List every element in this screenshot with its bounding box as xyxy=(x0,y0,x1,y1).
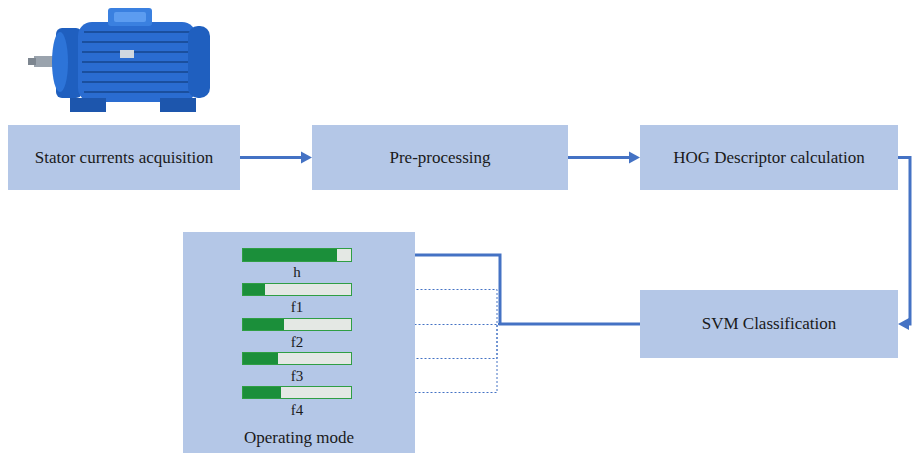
arrow-head xyxy=(898,318,909,330)
panel-label: Operating mode xyxy=(183,428,415,448)
class-label: f2 xyxy=(243,334,351,351)
bar-fill xyxy=(243,249,337,261)
probability-bar: f1 xyxy=(242,283,352,296)
probability-bar: h xyxy=(242,248,352,262)
bar-fill xyxy=(243,284,265,295)
process-box: Stator currents acquisition xyxy=(8,125,240,190)
probability-bar: f3 xyxy=(242,352,352,365)
process-box: HOG Descriptor calculation xyxy=(640,125,898,190)
connector-line xyxy=(568,156,629,159)
bar-fill xyxy=(243,319,284,330)
class-label: f3 xyxy=(243,368,351,385)
process-box: SVM Classification xyxy=(640,290,898,358)
process-box: Pre-processing xyxy=(312,125,568,190)
connector-line xyxy=(240,156,301,159)
class-label: f4 xyxy=(243,402,351,419)
arrow-head xyxy=(629,151,640,163)
bar-fill xyxy=(243,387,281,398)
class-label: h xyxy=(243,264,351,281)
probability-bar: f2 xyxy=(242,318,352,331)
probability-bar: f4 xyxy=(242,386,352,399)
box-label: Pre-processing xyxy=(389,148,490,168)
box-label: SVM Classification xyxy=(702,314,837,334)
output-panel: Operating modehf1f2f3f4 xyxy=(183,232,415,453)
flow-arrow xyxy=(240,151,312,163)
bar-fill xyxy=(243,353,278,364)
connector-line xyxy=(898,158,910,325)
box-label: HOG Descriptor calculation xyxy=(673,148,865,168)
box-label: Stator currents acquisition xyxy=(35,148,213,168)
motor-illustration xyxy=(0,0,230,122)
class-label: f1 xyxy=(243,299,351,316)
flow-arrow xyxy=(898,158,910,331)
flow-arrow xyxy=(568,151,640,163)
arrow-head xyxy=(301,151,312,163)
